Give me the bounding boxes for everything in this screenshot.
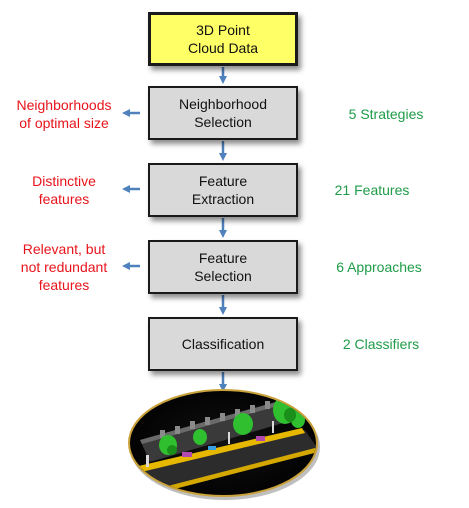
step-box-point-cloud-data-line1: 3D Point	[196, 22, 250, 38]
step-box-point-cloud-data: 3D Point Cloud Data	[148, 12, 298, 66]
note-classifiers-count: 2 Classifiers	[342, 336, 420, 352]
note-relevant-not-redundant: Relevant, but not redundant features	[4, 240, 124, 294]
step-box-classification: Classification	[148, 317, 298, 371]
note-features-count: 21 Features	[334, 182, 410, 198]
step-box-feature-extraction-line1: Feature	[198, 173, 248, 189]
note-distinctive-line1: Distinctive	[32, 173, 96, 189]
note-approaches-count: 6 Approaches	[336, 259, 422, 275]
step-box-neighborhood-selection-line2: Selection	[194, 114, 252, 130]
note-distinctive-features: Distinctive features	[4, 172, 124, 208]
note-distinctive-line2: features	[38, 191, 90, 207]
step-box-point-cloud-data-line2: Cloud Data	[187, 40, 259, 56]
note-relevant-line1: Relevant, but	[22, 241, 106, 257]
note-strategies-count: 5 Strategies	[348, 106, 424, 122]
step-box-feature-selection-line2: Selection	[194, 268, 252, 284]
note-relevant-line3: features	[38, 277, 90, 293]
step-box-feature-selection: Feature Selection	[148, 240, 298, 294]
step-box-classification-label: Classification	[181, 336, 265, 352]
step-box-feature-extraction: Feature Extraction	[148, 163, 298, 217]
note-neighborhoods-line2: of optimal size	[19, 115, 109, 131]
step-box-neighborhood-selection-line1: Neighborhood	[179, 96, 267, 112]
step-box-neighborhood-selection: Neighborhood Selection	[148, 86, 298, 140]
note-neighborhoods-optimal-size: Neighborhoods of optimal size	[4, 96, 124, 132]
note-neighborhoods-line1: Neighborhoods	[16, 97, 112, 113]
note-relevant-line2: not redundant	[20, 259, 108, 275]
step-box-feature-selection-line1: Feature	[198, 250, 248, 266]
point-cloud-image	[128, 389, 320, 500]
step-box-feature-extraction-line2: Extraction	[191, 191, 255, 207]
